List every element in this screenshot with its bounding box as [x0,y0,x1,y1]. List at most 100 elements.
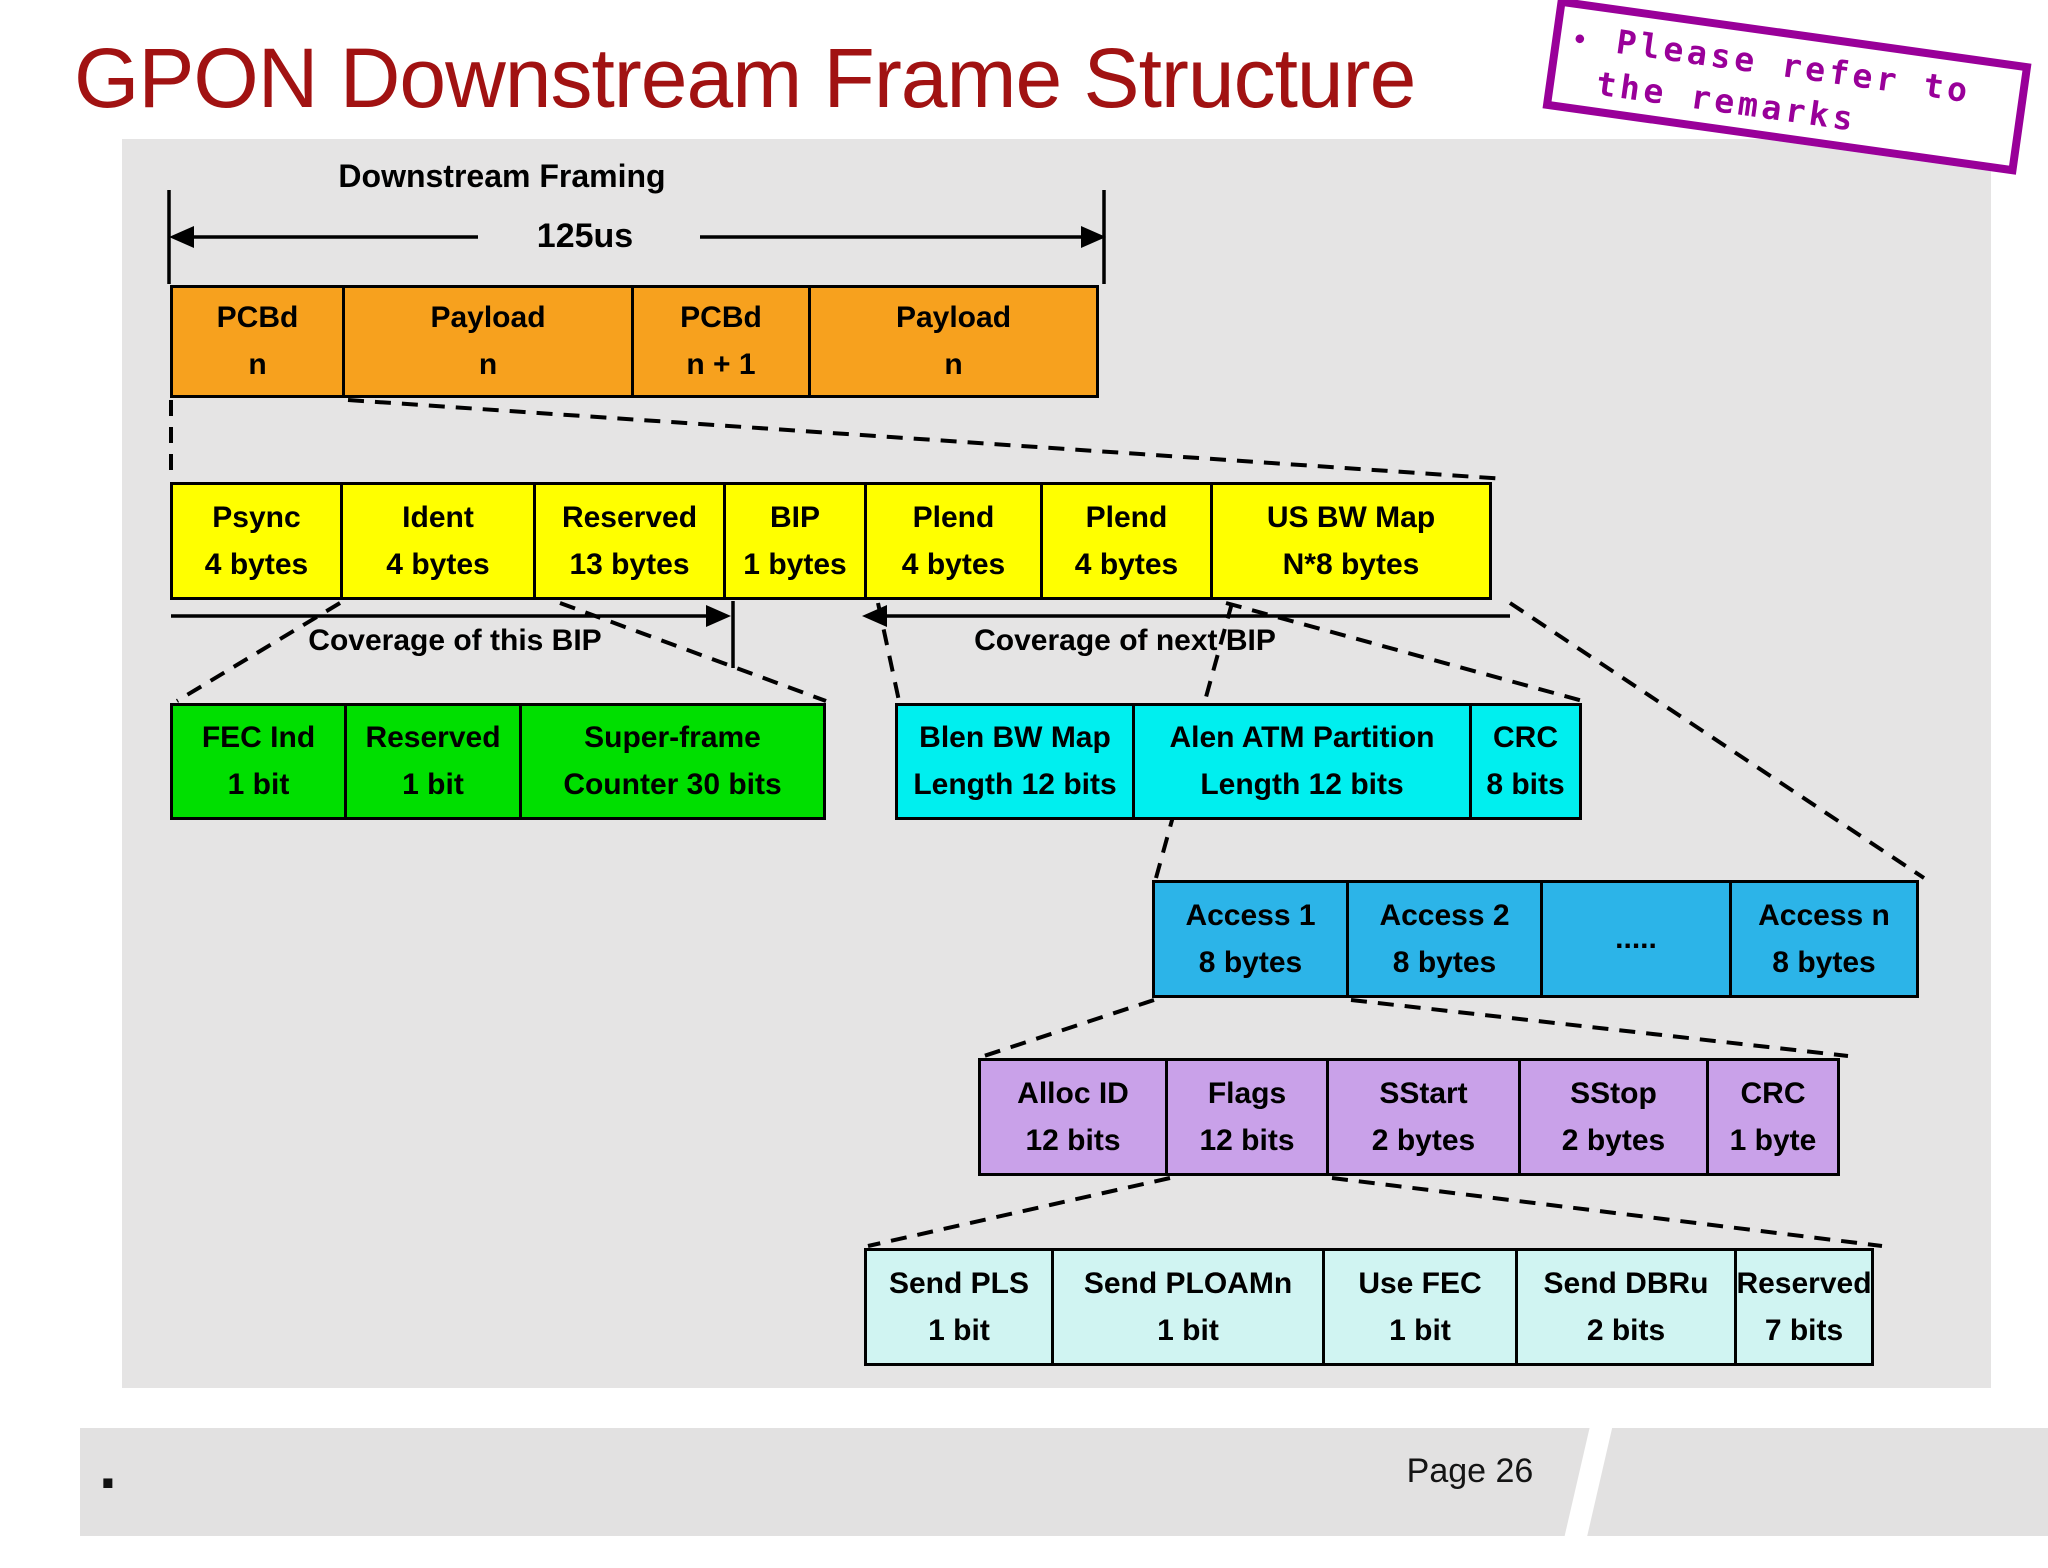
field-size: 1 bit [1157,1313,1219,1347]
field-size: 1 byte [1729,1123,1817,1157]
bwmap-access-row-cell-access-n: Access n 8 bytes [1729,880,1919,998]
field-size: n [944,348,963,381]
field-size: 4 bytes [901,547,1006,581]
flags-fields-row-cell-send-ploamn: Send PLOAMn 1 bit [1051,1248,1325,1366]
field-size: 8 bits [1486,768,1565,801]
field-name: FEC Ind [201,721,316,754]
field-size: N*8 bytes [1282,547,1420,581]
field-size: 1 bit [928,1313,990,1347]
field-size: 8 bytes [1198,945,1303,979]
footer-band [80,1428,2048,1536]
ident-fields-row-cell-reserved: Reserved 1 bit [344,703,522,820]
field-size: Length 12 bits [913,768,1117,801]
field-name: BIP [769,500,820,534]
field-name: Ident [402,500,474,534]
pcbd-fields-row-cell-bip: BIP 1 bytes [723,482,867,600]
field-name: PCBd [216,301,299,334]
field-name: Send PLOAMn [1083,1266,1293,1300]
field-name: Plend [1085,500,1168,534]
field-size: 4 bytes [386,547,490,581]
remark-bullet: • [1572,22,1588,57]
field-size: 2 bytes [1371,1123,1476,1157]
access-fields-row: Alloc ID 12 bits Flags 12 bits SStart 2 bytes… [978,1058,1840,1176]
flags-fields-row-cell-send-dbru: Send DBRu 2 bits [1515,1248,1737,1366]
access-fields-row-cell-alloc-id: Alloc ID 12 bits [978,1058,1168,1176]
field-name: CRC [1740,1076,1806,1110]
access-fields-row-cell-crc: CRC 1 byte [1706,1058,1840,1176]
field-name: Super-frame [584,721,761,754]
coverage-this-bip-label: Coverage of this BIP [308,624,602,657]
field-size: 1 bytes [743,547,847,581]
field-name: Send PLS [888,1266,1030,1300]
field-name: Flags [1207,1076,1287,1110]
field-name: Payload [895,301,1012,334]
field-name: Alloc ID [1017,1076,1129,1110]
bwmap-access-row: Access 1 8 bytes Access 2 8 bytes..... Acces… [1152,880,1919,998]
field-size: n [248,348,267,381]
bwmap-access-row-cell-access-1: Access 1 8 bytes [1152,880,1349,998]
field-size: Counter 30 bits [563,768,782,801]
pcbd-fields-row-cell-plend: Plend 4 bytes [864,482,1043,600]
pcbd-fields-row-cell-reserved: Reserved 13 bytes [533,482,726,600]
field-size: 8 bytes [1392,945,1497,979]
frame-row-cell-payload: Payload n [808,285,1099,398]
field-size: Length 12 bits [1200,768,1404,801]
field-size: 4 bytes [204,547,309,581]
duration-125us-label: 125us [536,217,634,255]
slide-page: { "title": "GPON Downstream Frame Struct… [74,0,2048,1536]
plend-fields-row-cell-crc: CRC 8 bits [1469,703,1582,820]
field-name: Plend [912,500,995,534]
field-name: Reserved [561,500,698,534]
field-size: 13 bytes [569,547,690,581]
frame-row-cell-payload: Payload n [342,285,634,398]
field-size: 2 bytes [1561,1123,1666,1157]
downstream-framing-label: Downstream Framing [338,158,666,194]
field-name: Access 1 [1185,898,1316,932]
field-size: 7 bits [1764,1313,1844,1347]
field-size: 8 bytes [1772,945,1876,979]
field-name: Payload [430,301,546,334]
access-fields-row-cell-sstart: SStart 2 bytes [1326,1058,1521,1176]
field-name: SStart [1379,1076,1468,1110]
pcbd-fields-row-cell-ident: Ident 4 bytes [340,482,536,600]
field-size: 1 bit [402,768,464,801]
field-size: n [478,348,498,381]
field-size: 4 bytes [1074,547,1179,581]
field-size: 12 bits [1199,1123,1295,1157]
frame-row-cell-pcbd: PCBd n [170,285,345,398]
field-size: 1 bit [1389,1313,1451,1347]
field-name: Reserved [365,721,501,754]
pcbd-fields-row-cell-plend: Plend 4 bytes [1040,482,1213,600]
coverage-next-bip-label: Coverage of next BIP [974,624,1276,657]
access-fields-row-cell-flags: Flags 12 bits [1165,1058,1329,1176]
field-name: Send DBRu [1543,1266,1709,1300]
flags-fields-row-cell-send-pls: Send PLS 1 bit [864,1248,1054,1366]
page-title: GPON Downstream Frame Structure [74,31,1416,125]
field-name: ..... [1615,922,1657,955]
field-name: Alen ATM Partition [1169,721,1435,754]
bwmap-access-row-cell-access-2: Access 2 8 bytes [1346,880,1543,998]
field-name: Blen BW Map [919,721,1111,754]
field-name: Psync [212,500,301,534]
field-size: 2 bits [1586,1313,1666,1347]
field-name: CRC [1493,721,1558,754]
field-name: Access n [1758,898,1890,932]
field-size: 12 bits [1025,1123,1121,1157]
page-number: Page 26 [1406,1452,1534,1490]
field-size: n + 1 [686,348,756,381]
field-name: Access 2 [1379,898,1510,932]
pcbd-fields-row-cell-psync: Psync 4 bytes [170,482,343,600]
pcbd-fields-row: Psync 4 bytes Ident 4 bytes Reserved 13 bytes… [170,482,1492,600]
